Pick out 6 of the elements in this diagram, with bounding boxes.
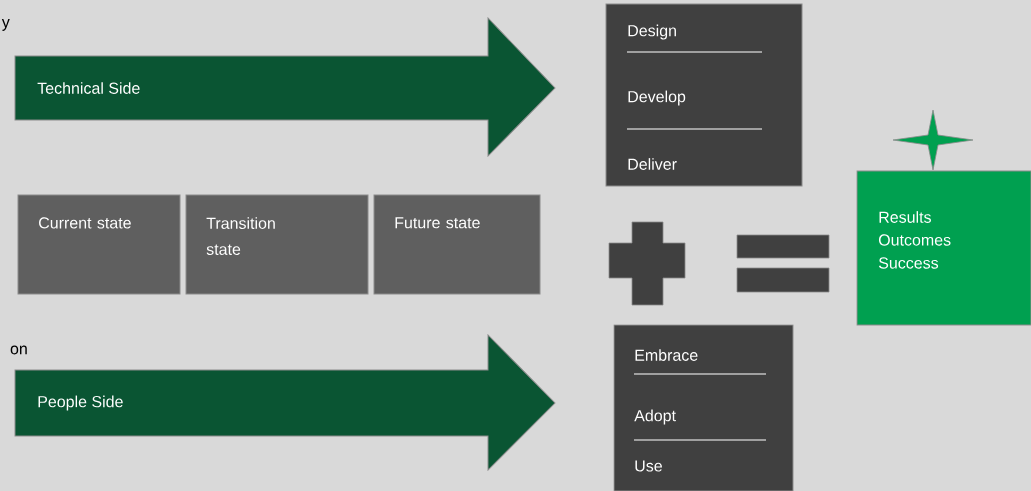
state-box: Current state <box>17 194 181 295</box>
result-box: Results Outcomes Success <box>856 170 1031 326</box>
state-box: Transition state <box>185 194 369 295</box>
list-box: Design Develop Deliver <box>605 3 803 187</box>
list-box: Embrace Adopt Use <box>613 324 794 491</box>
state-box: Future state <box>373 194 541 295</box>
